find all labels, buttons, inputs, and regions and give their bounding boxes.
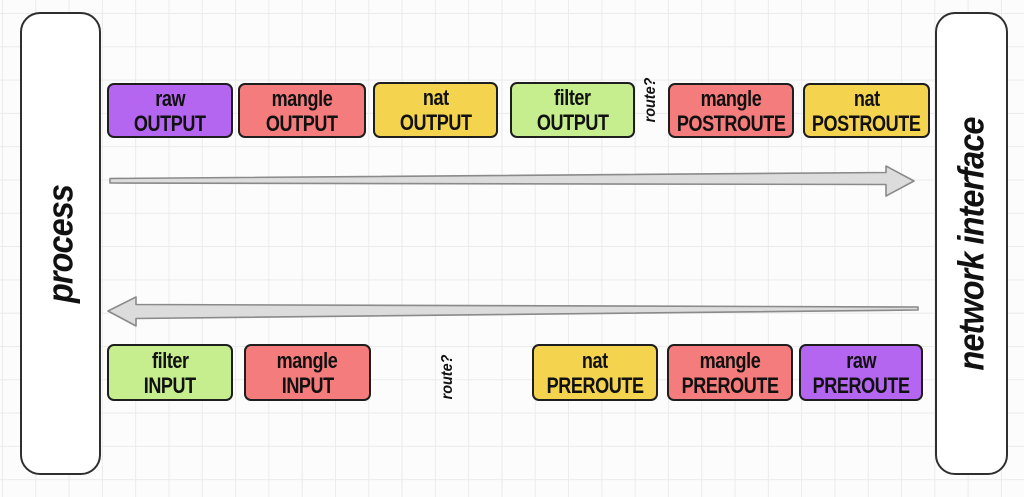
chain-name: OUTPUT bbox=[266, 110, 338, 136]
chain-name: POSTROUTE bbox=[812, 110, 921, 136]
route-decision-label-bottom: route? bbox=[439, 354, 456, 400]
table-name: nat bbox=[422, 85, 449, 110]
table-name: mangle bbox=[700, 85, 762, 111]
chain-box-raw-output: raw OUTPUT bbox=[107, 83, 233, 138]
chain-name: INPUT bbox=[143, 372, 197, 398]
chain-box-mangle-preroute: mangle PREROUTE bbox=[667, 344, 793, 401]
chain-name: OUTPUT bbox=[536, 110, 609, 135]
chain-name: POSTROUTE bbox=[676, 110, 786, 136]
process-panel: process bbox=[20, 12, 101, 475]
chain-name: PREROUTE bbox=[812, 372, 910, 398]
chain-box-nat-preroute: nat PREROUTE bbox=[532, 344, 658, 401]
chain-name: PREROUTE bbox=[681, 372, 779, 398]
outbound-flow-arrow bbox=[109, 165, 915, 197]
process-label: process bbox=[39, 184, 81, 303]
chain-box-mangle-input: mangle INPUT bbox=[244, 344, 371, 401]
table-name: filter bbox=[554, 85, 591, 110]
table-name: raw bbox=[846, 347, 876, 373]
chain-box-filter-output: filter OUTPUT bbox=[510, 82, 635, 138]
chain-name: OUTPUT bbox=[134, 110, 206, 136]
chain-box-nat-output: nat OUTPUT bbox=[373, 82, 498, 138]
table-name: mangle bbox=[277, 347, 338, 373]
table-name: raw bbox=[155, 85, 185, 111]
network-interface-label: network interface bbox=[950, 117, 992, 370]
chain-box-raw-preroute: raw PREROUTE bbox=[799, 344, 923, 401]
chain-name: OUTPUT bbox=[399, 110, 472, 135]
chain-box-mangle-output: mangle OUTPUT bbox=[238, 83, 366, 138]
table-name: mangle bbox=[699, 347, 761, 373]
table-name: nat bbox=[853, 85, 880, 111]
chain-box-nat-postroute: nat POSTROUTE bbox=[803, 83, 930, 138]
chain-name: PREROUTE bbox=[546, 372, 644, 398]
table-name: mangle bbox=[271, 85, 333, 111]
chain-box-mangle-postroute: mangle POSTROUTE bbox=[668, 83, 794, 138]
chain-name: INPUT bbox=[281, 372, 334, 398]
network-interface-panel: network interface bbox=[935, 12, 1008, 475]
table-name: nat bbox=[582, 347, 608, 373]
inbound-flow-arrow bbox=[107, 296, 919, 327]
table-name: filter bbox=[151, 347, 189, 373]
chain-box-filter-input: filter INPUT bbox=[107, 344, 233, 401]
